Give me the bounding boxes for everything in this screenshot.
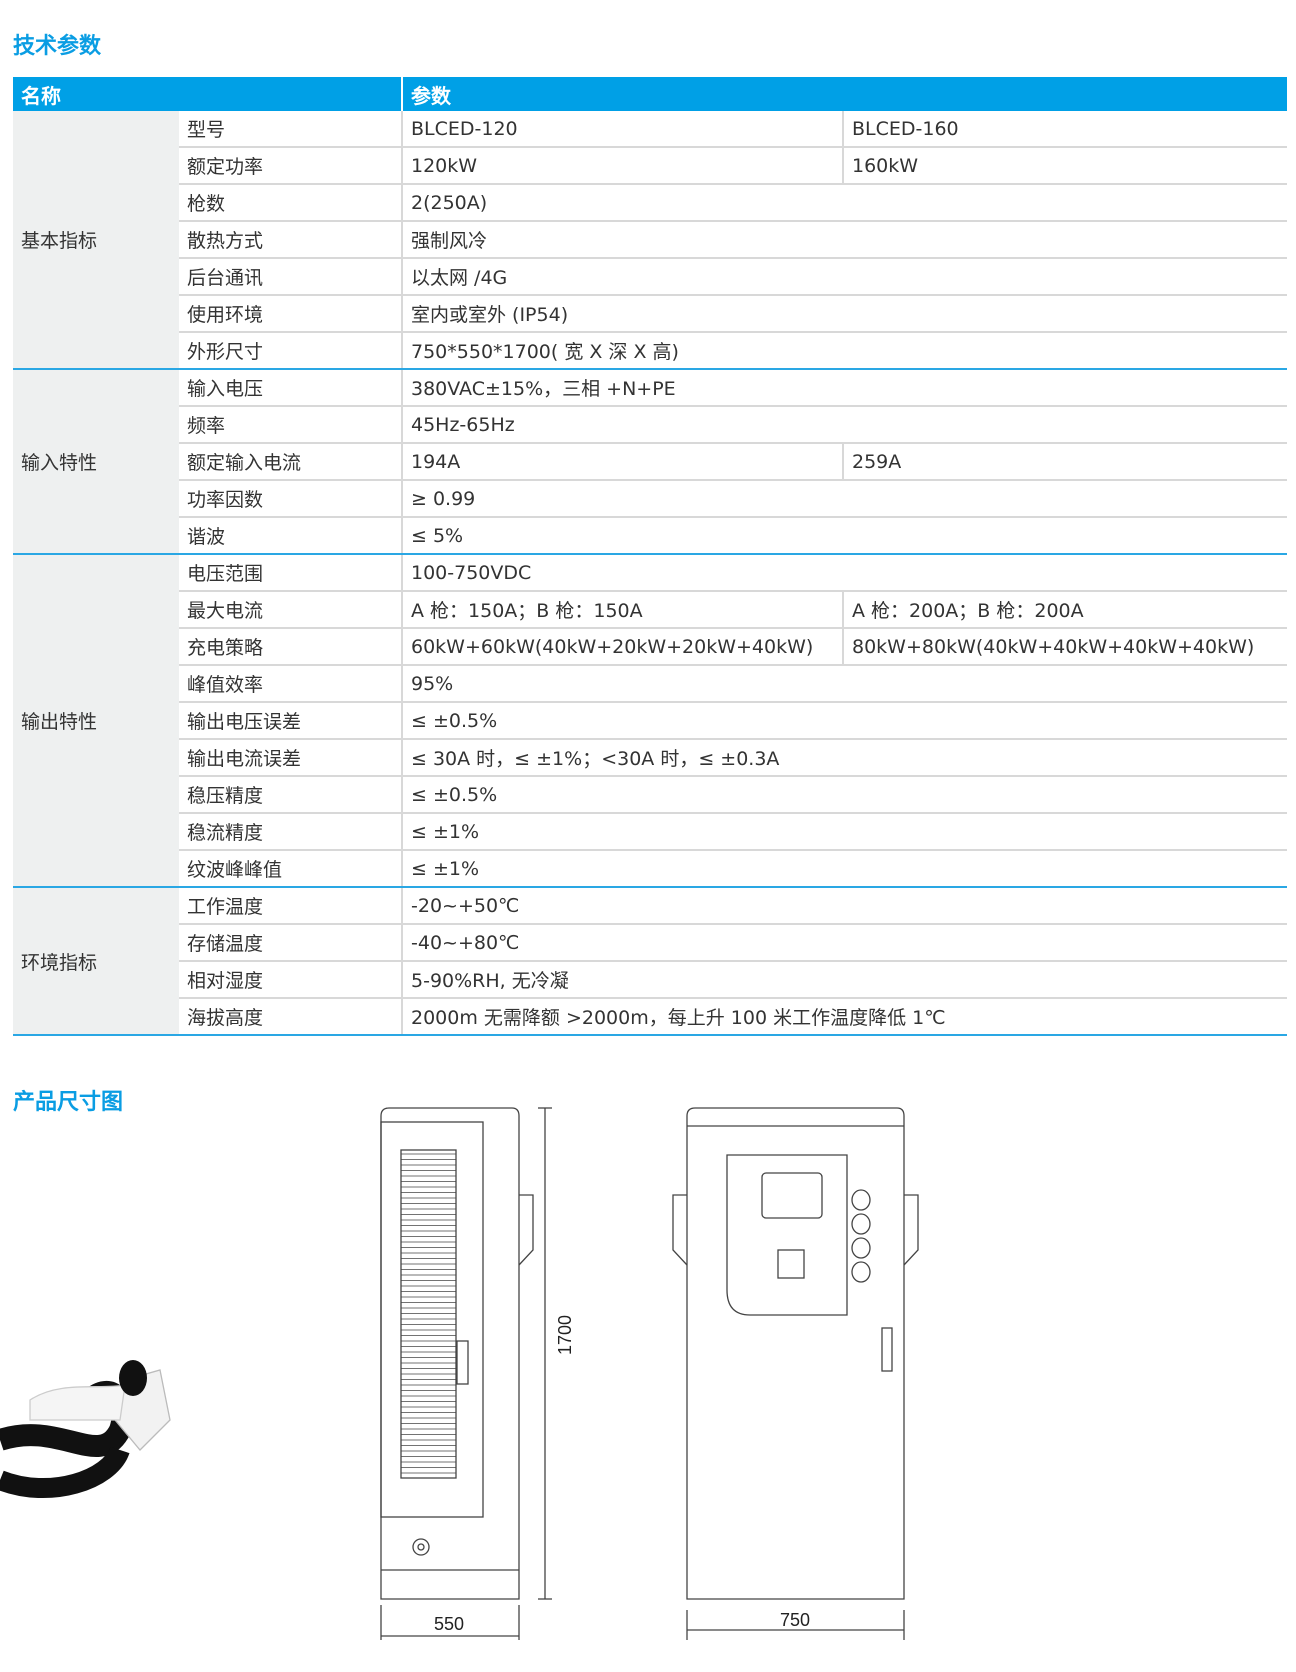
param-value: -40~+80℃ [401, 924, 1287, 962]
table-row: 后台通讯以太网 /4G [13, 258, 1287, 296]
param-name: 后台通讯 [179, 258, 402, 296]
param-name: 谐波 [179, 517, 402, 555]
param-value: 5-90%RH, 无冷凝 [401, 961, 1287, 999]
param-value: 80kW+80kW(40kW+40kW+40kW+40kW) [842, 628, 1287, 666]
param-value: 60kW+60kW(40kW+20kW+20kW+40kW) [401, 628, 843, 666]
table-row: 使用环境室内或室外 (IP54) [13, 295, 1287, 333]
param-name: 输出电压误差 [179, 702, 402, 740]
spec-section-title: 技术参数 [13, 34, 102, 59]
param-value: ≤ 30A 时，≤ ±1%；<30A 时，≤ ±0.3A [401, 739, 1287, 777]
param-value: 100-750VDC [401, 554, 1287, 592]
param-value: 45Hz-65Hz [401, 406, 1287, 444]
group-label: 输出特性 [13, 554, 179, 888]
param-value: ≤ 5% [401, 517, 1287, 555]
param-value: 380VAC±15%，三相 +N+PE [401, 369, 1287, 407]
param-name: 功率因数 [179, 480, 402, 518]
width-dimension-label: 750 [780, 1610, 810, 1630]
param-value: 120kW [401, 147, 843, 185]
table-row: 稳压精度≤ ±0.5% [13, 776, 1287, 814]
table-row: 纹波峰峰值≤ ±1% [13, 850, 1287, 888]
param-name: 峰值效率 [179, 665, 402, 703]
param-value: 750*550*1700( 宽 X 深 X 高) [401, 332, 1287, 370]
param-value: ≤ ±1% [401, 813, 1287, 851]
side-view-cabinet [380, 1107, 552, 1640]
param-name: 海拔高度 [179, 998, 402, 1036]
param-value: BLCED-120 [401, 111, 843, 148]
group-label: 环境指标 [13, 887, 179, 1036]
drawing-section-title: 产品尺寸图 [13, 1090, 124, 1115]
param-name: 存储温度 [179, 924, 402, 962]
param-value: ≥ 0.99 [401, 480, 1287, 518]
param-value: A 枪：200A；B 枪：200A [842, 591, 1287, 629]
param-value: 2000m 无需降额 >2000m，每上升 100 米工作温度降低 1℃ [401, 998, 1287, 1036]
header-param: 参数 [402, 77, 1287, 111]
depth-dimension-label: 550 [434, 1614, 464, 1634]
table-row: 输出电流误差≤ 30A 时，≤ ±1%；<30A 时，≤ ±0.3A [13, 739, 1287, 777]
table-row: 稳流精度≤ ±1% [13, 813, 1287, 851]
param-name: 额定功率 [179, 147, 402, 185]
charging-gun-image [0, 1360, 171, 1498]
table-row: 谐波≤ 5% [13, 517, 1287, 555]
header-name: 名称 [13, 77, 403, 111]
param-name: 外形尺寸 [179, 332, 402, 370]
param-name: 输入电压 [179, 369, 402, 407]
param-value: ≤ ±0.5% [401, 776, 1287, 814]
param-name: 稳流精度 [179, 813, 402, 851]
param-name: 额定输入电流 [179, 443, 402, 481]
param-value: A 枪：150A；B 枪：150A [401, 591, 843, 629]
param-value: 160kW [842, 147, 1287, 185]
param-name: 相对湿度 [179, 961, 402, 999]
param-value: -20~+50℃ [401, 887, 1287, 925]
table-row: 输出电压误差≤ ±0.5% [13, 702, 1287, 740]
table-row: 存储温度-40~+80℃ [13, 924, 1287, 962]
param-value: ≤ ±0.5% [401, 702, 1287, 740]
param-name: 输出电流误差 [179, 739, 402, 777]
param-name: 电压范围 [179, 554, 402, 592]
param-name: 型号 [179, 111, 402, 148]
height-dimension-label: 1700 [555, 1315, 575, 1355]
param-value: ≤ ±1% [401, 850, 1287, 888]
param-name: 最大电流 [179, 591, 402, 629]
param-value: 194A [401, 443, 843, 481]
param-name: 稳压精度 [179, 776, 402, 814]
table-row: 功率因数≥ 0.99 [13, 480, 1287, 518]
param-name: 频率 [179, 406, 402, 444]
group-label: 输入特性 [13, 369, 179, 555]
param-value: 2(250A) [401, 184, 1287, 222]
param-value: 259A [842, 443, 1287, 481]
table-row: 环境指标工作温度-20~+50℃ [13, 887, 1287, 1036]
param-name: 充电策略 [179, 628, 402, 666]
param-name: 散热方式 [179, 221, 402, 259]
param-value: 室内或室外 (IP54) [401, 295, 1287, 333]
group-label: 基本指标 [13, 111, 179, 370]
param-name: 枪数 [179, 184, 402, 222]
param-value: 强制风冷 [401, 221, 1287, 259]
param-name: 使用环境 [179, 295, 402, 333]
front-view-cabinet [672, 1107, 919, 1640]
param-value: 以太网 /4G [401, 258, 1287, 296]
param-value: 95% [401, 665, 1287, 703]
param-value: BLCED-160 [842, 111, 1287, 148]
param-name: 纹波峰峰值 [179, 850, 402, 888]
table-row: 散热方式强制风冷 [13, 221, 1287, 259]
param-name: 工作温度 [179, 887, 402, 925]
